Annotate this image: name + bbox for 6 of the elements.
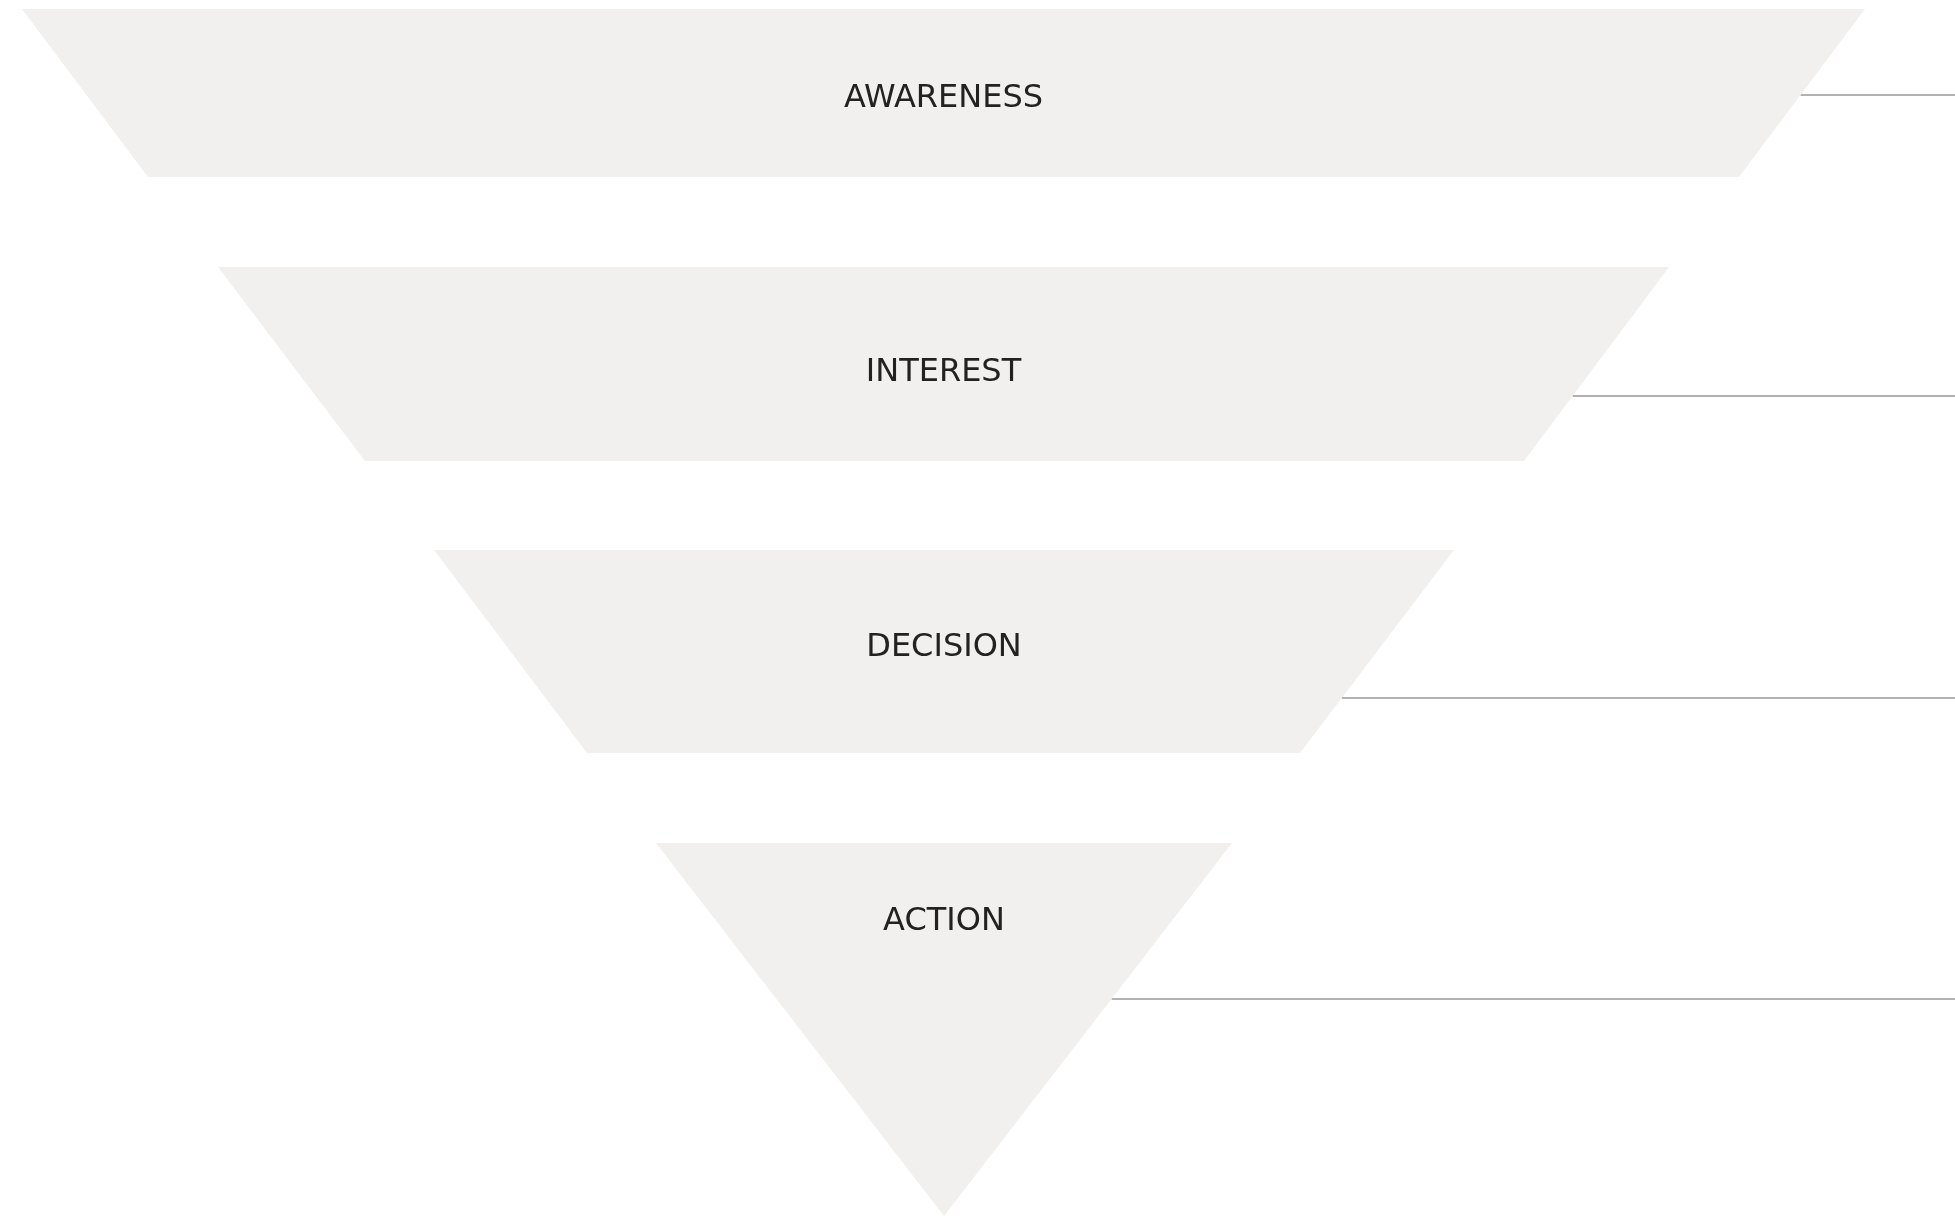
stage-label: ACTION [882,899,1006,939]
stage-label: DECISION [865,625,1023,665]
stage-label: AWARENESS [842,76,1045,116]
stage-label: INTEREST [864,350,1023,390]
leader-line [1571,395,1955,397]
leader-line [1799,94,1955,96]
